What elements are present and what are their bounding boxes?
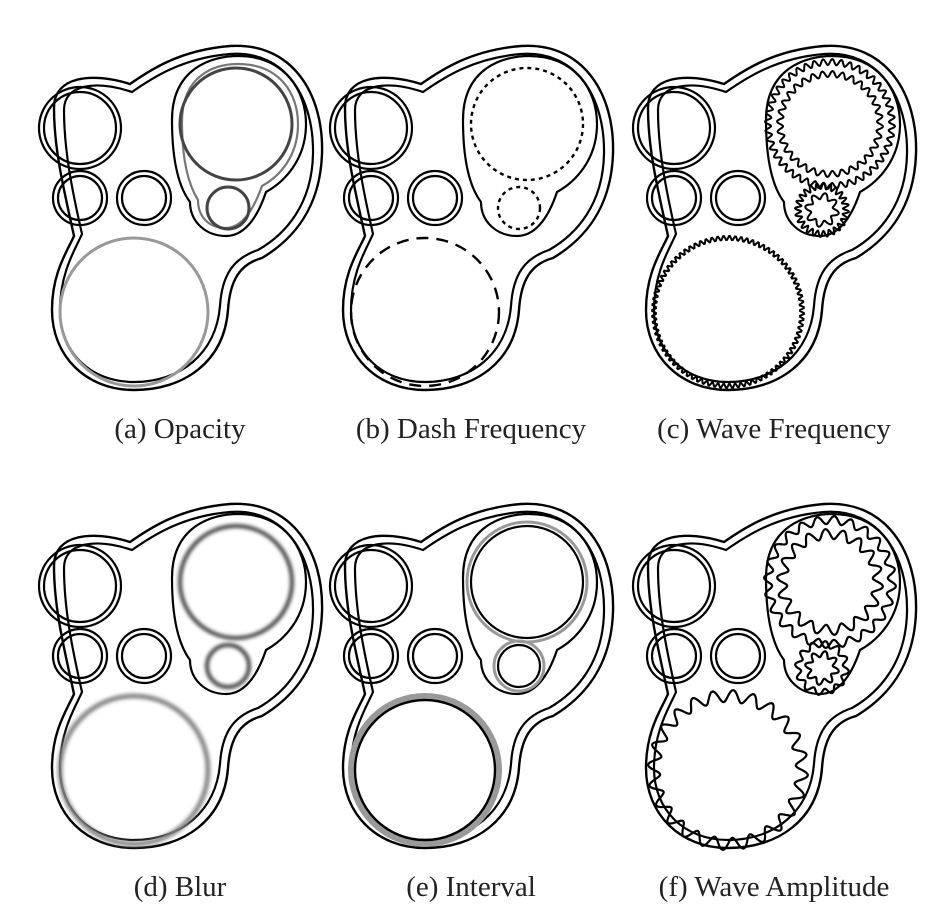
- caption-dash-frequency: (b) Dash Frequency: [355, 413, 587, 445]
- panel-dash-frequency: (b) Dash Frequency: [321, 10, 621, 450]
- group-capsule: [461, 54, 599, 238]
- large-circle-wavy: [647, 689, 809, 851]
- group-capsule-faded: [180, 62, 300, 230]
- caption-wave-frequency: (c) Wave Frequency: [657, 413, 891, 445]
- panel-interval: (e) Interval: [321, 468, 621, 908]
- small-circle-ring: [115, 627, 173, 685]
- group-capsule: [170, 54, 308, 238]
- caption-wave-amplitude: (f) Wave Amplitude: [658, 871, 890, 903]
- diagram-interval: [328, 502, 615, 850]
- group-capsule: [170, 512, 308, 696]
- outer-boundary: [50, 44, 324, 392]
- large-circle: [353, 698, 497, 842]
- large-circle-blurred: [57, 693, 211, 847]
- small-circle: [411, 632, 459, 680]
- diagram-wave-amplitude: [631, 502, 918, 851]
- outer-boundary: [50, 502, 324, 850]
- small-circle: [714, 174, 762, 222]
- small-circle: [347, 632, 395, 680]
- inner-circle-wavy: [776, 528, 884, 636]
- small-star: [804, 650, 840, 686]
- group-capsule: [764, 512, 902, 696]
- panel-blur: (d) Blur: [30, 468, 330, 908]
- small-circle-ring: [328, 543, 414, 629]
- caption-blur: (d) Blur: [133, 871, 227, 903]
- small-circle-ring: [631, 543, 717, 629]
- outer-boundary: [341, 502, 615, 850]
- small-circle: [56, 174, 104, 222]
- diagram-opacity: [37, 44, 324, 392]
- panel-wave-frequency: (c) Wave Frequency: [624, 10, 924, 450]
- small-wavy-ring: [793, 181, 851, 239]
- small-circle: [636, 90, 712, 166]
- small-circle-ring: [115, 169, 173, 227]
- caption-opacity: (a) Opacity: [114, 413, 246, 445]
- small-circle: [650, 174, 698, 222]
- small-circle-ring: [342, 169, 400, 227]
- small-circle-ring: [328, 85, 414, 171]
- inner-circle: [178, 66, 294, 182]
- small-circle-ring: [645, 627, 703, 685]
- small-circle-ring: [406, 169, 464, 227]
- inner-circle-wavy-outer: [763, 57, 897, 191]
- inner-circle-interval: [492, 639, 546, 693]
- small-circle: [333, 90, 409, 166]
- small-circle-ring: [37, 543, 123, 629]
- small-circle: [333, 548, 409, 624]
- panel-opacity: (a) Opacity: [30, 10, 330, 450]
- small-circle: [411, 174, 459, 222]
- small-circle-ring: [37, 85, 123, 171]
- panel-wave-amplitude: (f) Wave Amplitude: [624, 468, 924, 908]
- small-circle-ring: [51, 169, 109, 227]
- group-capsule: [764, 54, 902, 238]
- inner-circle-interval: [465, 520, 589, 644]
- small-circle: [42, 548, 118, 624]
- inner-circle-wavy: [776, 70, 884, 178]
- small-circle: [56, 632, 104, 680]
- inner-circle: [469, 524, 585, 640]
- outer-boundary-inner: [652, 510, 909, 842]
- diagram-dash-frequency: [328, 44, 615, 392]
- small-circle-ring: [645, 169, 703, 227]
- small-circle: [120, 632, 168, 680]
- outer-boundary-inner: [58, 510, 315, 842]
- outer-boundary-inner: [652, 52, 909, 384]
- small-wavy-ring: [794, 640, 850, 696]
- small-circle: [636, 548, 712, 624]
- inner-circle-dashed: [469, 66, 585, 182]
- diagram-blur: [37, 502, 324, 850]
- inner-circle-blurred: [178, 524, 294, 640]
- small-circle-ring: [709, 169, 767, 227]
- large-circle-dashed: [349, 236, 501, 388]
- inner-circle-wavy-outer: [763, 515, 897, 649]
- inner-circle-blurred: [205, 643, 251, 689]
- large-circle-interval: [348, 693, 502, 847]
- outer-boundary: [341, 44, 615, 392]
- small-circle-ring: [631, 85, 717, 171]
- small-circle: [347, 174, 395, 222]
- outer-boundary-inner: [349, 510, 606, 842]
- small-circle: [650, 632, 698, 680]
- small-circle-ring: [51, 627, 109, 685]
- small-circle-ring: [342, 627, 400, 685]
- outer-boundary: [644, 502, 918, 850]
- inner-circle: [205, 185, 251, 231]
- small-circle: [42, 90, 118, 166]
- outer-boundary-inner: [58, 52, 315, 384]
- inner-circle: [496, 643, 542, 689]
- small-star: [804, 192, 840, 228]
- small-circle-ring: [709, 627, 767, 685]
- large-circle-wavy: [651, 235, 805, 389]
- diagram-wave-frequency: [631, 44, 918, 392]
- small-circle: [714, 632, 762, 680]
- outer-boundary: [644, 44, 918, 392]
- caption-interval: (e) Interval: [406, 871, 536, 903]
- small-circle: [120, 174, 168, 222]
- group-capsule: [461, 512, 599, 696]
- outer-boundary-inner: [349, 52, 606, 384]
- small-circle-ring: [406, 627, 464, 685]
- large-circle: [58, 236, 210, 388]
- inner-circle-dashed: [496, 185, 542, 231]
